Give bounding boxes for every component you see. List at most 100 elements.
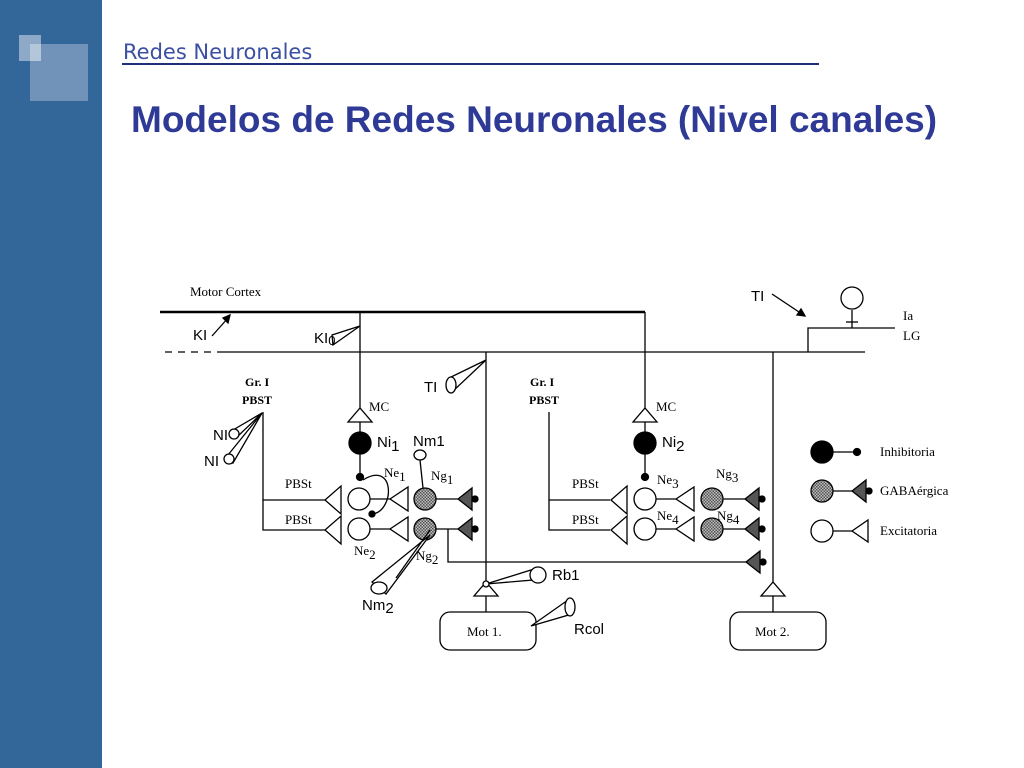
ti-left-receptor xyxy=(445,376,457,394)
label-ia: Ia xyxy=(903,308,913,323)
legend-excitatory-neuron xyxy=(810,519,834,543)
label-ng3: Ng3 xyxy=(716,466,738,485)
ng1-dendrite-triangle xyxy=(388,485,409,513)
label-ti-right: TI xyxy=(751,288,764,305)
nm2-receptor xyxy=(370,581,388,595)
sidebar-band xyxy=(0,0,102,768)
label-mc-left: MC xyxy=(369,399,389,414)
label-gr1-right: Gr. I xyxy=(530,375,555,389)
rcol-receptor xyxy=(564,597,576,617)
ia-lg-connector xyxy=(807,327,895,352)
rb1-cone xyxy=(485,569,534,585)
label-pbst-3: PBSt xyxy=(572,476,599,491)
label-lg: LG xyxy=(903,328,920,343)
ni-top-receptor xyxy=(228,428,240,440)
label-ni-bottom: NI xyxy=(204,453,219,470)
ng2-to-bus-line xyxy=(447,529,760,563)
pbst-triangle-2 xyxy=(324,514,342,546)
ng1-output-triangle xyxy=(456,486,473,512)
pbst-triangle-3 xyxy=(610,484,628,516)
ng4-dendrite-triangle xyxy=(674,515,695,543)
page-title: Modelos de Redes Neuronales (Nivel canal… xyxy=(131,99,938,140)
legend-inhibitory-neuron xyxy=(810,440,834,464)
label-ki: KI xyxy=(193,327,207,344)
label-ti-left: TI xyxy=(424,379,437,396)
legend-gaba-terminal xyxy=(865,487,873,495)
label-ni-top: NI xyxy=(213,427,228,444)
nm1-stem xyxy=(419,459,424,489)
ng2-bus-terminal xyxy=(759,558,767,566)
label-ni2: Ni2 xyxy=(662,434,685,455)
gr1-left-branch-bottom xyxy=(262,500,325,531)
ne4-neuron xyxy=(633,517,657,541)
nm1-receptor xyxy=(413,449,427,461)
ng2-bus-output-triangle xyxy=(744,549,761,575)
decor-square-overlap xyxy=(30,44,41,61)
label-ng1: Ng1 xyxy=(431,468,453,487)
ni2-neuron xyxy=(633,431,657,455)
ki-arrowhead xyxy=(221,313,231,325)
nm2-stem xyxy=(395,529,431,579)
label-ng4: Ng4 xyxy=(717,508,740,527)
ng3-terminal xyxy=(758,495,766,503)
ne1-neuron xyxy=(347,487,371,511)
rb1-receptor xyxy=(529,566,547,584)
label-mot2: Mot 2. xyxy=(755,624,790,639)
label-ne1: Ne1 xyxy=(384,465,406,484)
legend-gabaergic-label: GABAérgica xyxy=(880,483,949,498)
ni2-terminal xyxy=(640,472,650,482)
ng4-output-triangle xyxy=(743,516,760,542)
section-title: Redes Neuronales xyxy=(123,40,313,64)
label-mot1: Mot 1. xyxy=(467,624,502,639)
label-mc-right: MC xyxy=(656,399,676,414)
legend-inhibitory-label: Inhibitoria xyxy=(880,444,935,459)
label-ne2: Ne2 xyxy=(354,543,376,562)
ne3-neuron xyxy=(633,487,657,511)
label-gr1-left: Gr. I xyxy=(245,375,270,389)
ni1-neuron xyxy=(348,431,372,455)
ni1-feedback-terminal xyxy=(368,510,376,518)
label-nm1: Nm1 xyxy=(413,433,445,450)
label-rcol: Rcol xyxy=(574,621,604,638)
ng1-neuron xyxy=(413,487,437,511)
label-motor-cortex: Motor Cortex xyxy=(190,284,262,299)
label-ng2: Ng2 xyxy=(416,548,438,567)
legend-inhibitory-terminal xyxy=(852,447,862,457)
legend-excitatory-triangle xyxy=(850,518,869,544)
mot2-input-triangle xyxy=(759,581,787,597)
pbst-triangle-4 xyxy=(610,514,628,546)
legend-excitatory-label: Excitatoria xyxy=(880,523,937,538)
label-pbst-left: PBST xyxy=(242,393,272,407)
legend-gaba-triangle xyxy=(850,478,867,504)
label-ki0: KI0 xyxy=(314,330,335,348)
legend-gaba-neuron xyxy=(810,479,834,503)
ne2-neuron xyxy=(347,517,371,541)
ia-receptor-circle xyxy=(840,286,864,310)
ng3-dendrite-triangle xyxy=(674,485,695,513)
ng2-dendrite-triangle xyxy=(388,515,409,543)
label-rb1: Rb1 xyxy=(552,567,580,584)
ng3-output-triangle xyxy=(743,486,760,512)
label-nm2: Nm2 xyxy=(362,597,394,617)
label-ne3: Ne3 xyxy=(657,472,679,491)
ng2-output-triangle xyxy=(456,516,473,542)
ni1-terminal xyxy=(355,472,365,482)
ng3-neuron xyxy=(700,487,724,511)
label-pbst-2: PBSt xyxy=(285,512,312,527)
ng1-terminal xyxy=(471,495,479,503)
ki0-cone xyxy=(331,325,361,347)
ti-right-arrowhead xyxy=(795,307,807,317)
label-pbst-1: PBSt xyxy=(285,476,312,491)
ng2-terminal xyxy=(471,525,479,533)
mot2-box xyxy=(729,611,827,651)
ni1-feedback-curve xyxy=(362,474,390,515)
header-divider xyxy=(122,63,819,65)
label-pbst-4: PBSt xyxy=(572,512,599,527)
label-ne4: Ne4 xyxy=(657,508,679,527)
ni-bottom-receptor xyxy=(223,453,235,465)
pbst-triangle-1 xyxy=(324,484,342,516)
rb1-terminal xyxy=(482,580,490,588)
mot1-box xyxy=(439,611,537,651)
mc-right-triangle xyxy=(631,407,659,423)
